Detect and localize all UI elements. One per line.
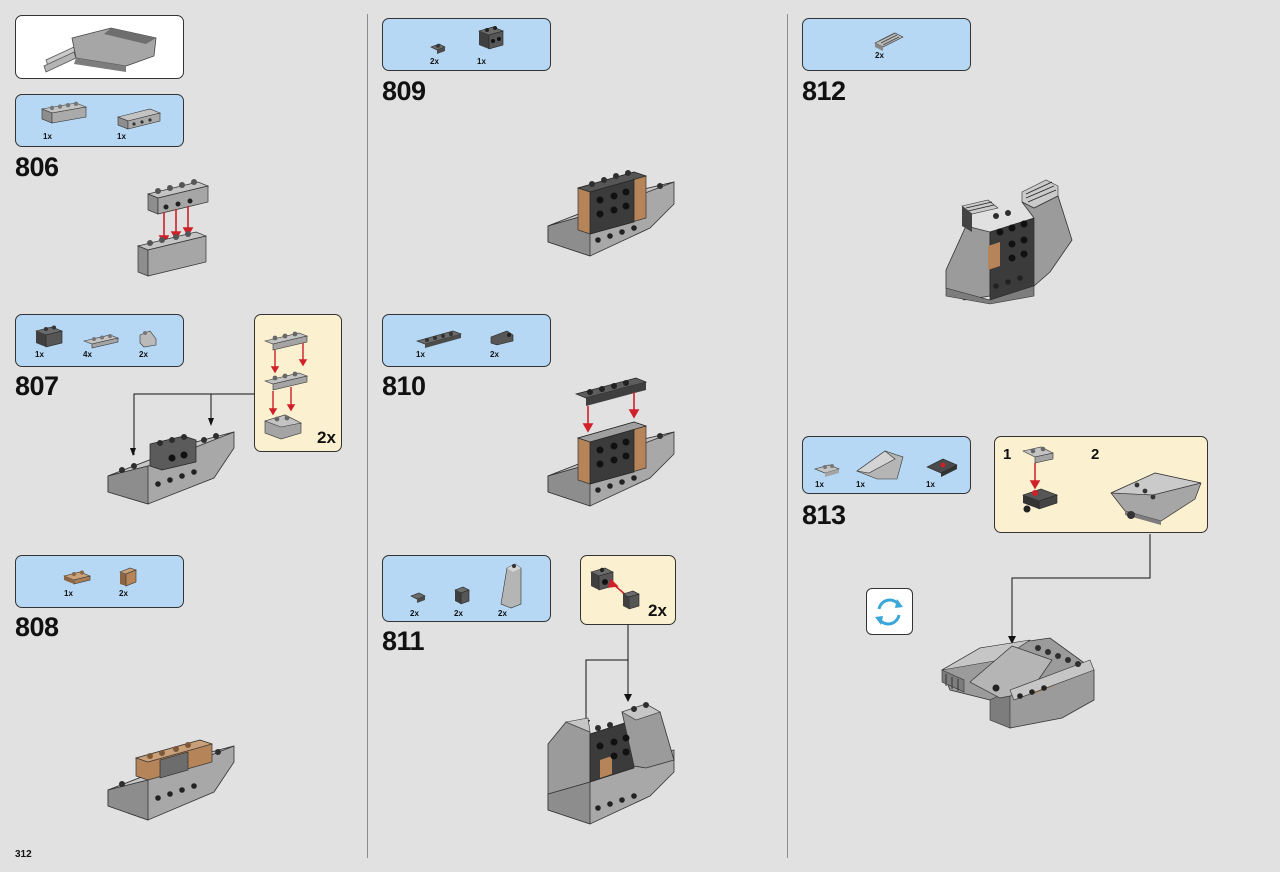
part-quantity: 1x bbox=[856, 480, 865, 489]
step-813-parts-image bbox=[814, 450, 958, 480]
part-quantity: 1x bbox=[815, 480, 824, 489]
part-quantity: 1x bbox=[117, 132, 126, 141]
part-quantity: 2x bbox=[498, 609, 507, 618]
step-806-parts-panel: 1x 1x bbox=[15, 94, 184, 147]
technic-brick-1x4-icon bbox=[117, 108, 161, 130]
previous-assembly-thumbnail bbox=[15, 15, 184, 79]
step-811-parts-image bbox=[410, 563, 522, 609]
step-813-parts-panel: 1x 1x 1x bbox=[802, 436, 971, 494]
step-number: 813 bbox=[802, 500, 846, 530]
part-quantity: 1x bbox=[926, 480, 935, 489]
step-812-parts-panel: 2x bbox=[802, 18, 971, 71]
part-quantity: 4x bbox=[83, 350, 92, 359]
part-quantity: 1x bbox=[416, 350, 425, 359]
step-808-parts-panel: 1x 2x bbox=[15, 555, 184, 608]
step-809-parts-image bbox=[430, 26, 504, 54]
step-806-parts-image bbox=[40, 101, 161, 130]
step-809-parts-panel: 2x 1x bbox=[382, 18, 551, 71]
step-number: 806 bbox=[15, 152, 59, 182]
step-810-parts-panel: 1x 2x bbox=[382, 314, 551, 367]
step-807-parts-panel: 1x 4x 2x bbox=[15, 314, 184, 367]
step-808-parts-image bbox=[63, 567, 137, 587]
step-811-subassembly-callout: 2x bbox=[580, 555, 676, 625]
step-812-parts-image bbox=[874, 32, 904, 51]
step-number: 810 bbox=[382, 371, 426, 401]
rotate-arrows-icon bbox=[875, 598, 903, 626]
column-divider-left bbox=[367, 14, 368, 858]
subassembly-image bbox=[1022, 446, 1202, 525]
part-quantity: 2x bbox=[139, 350, 148, 359]
step-811-parts-panel: 2x 2x 2x bbox=[382, 555, 551, 622]
subassembly-multiplier: 2x bbox=[648, 601, 667, 620]
step-813-subassembly-callout: 1 2 bbox=[994, 436, 1208, 533]
step-807-parts-image bbox=[35, 325, 157, 349]
subassembly-image bbox=[590, 567, 640, 610]
subassembly-image bbox=[263, 331, 309, 440]
page-number: 312 bbox=[15, 849, 32, 860]
part-quantity: 2x bbox=[454, 609, 463, 618]
rotate-model-icon bbox=[866, 588, 913, 635]
part-quantity: 2x bbox=[490, 350, 499, 359]
column-divider-right bbox=[787, 14, 788, 858]
step-number: 812 bbox=[802, 76, 846, 106]
brick-1x4-icon bbox=[40, 101, 88, 124]
part-quantity: 1x bbox=[64, 589, 73, 598]
part-quantity: 2x bbox=[875, 51, 884, 60]
part-quantity: 2x bbox=[119, 589, 128, 598]
part-quantity: 1x bbox=[477, 57, 486, 66]
step-807-subassembly-callout: 2x bbox=[254, 314, 342, 452]
step-number: 811 bbox=[382, 626, 425, 656]
part-quantity: 2x bbox=[410, 609, 419, 618]
part-quantity: 2x bbox=[430, 57, 439, 66]
step-810-parts-image bbox=[416, 330, 514, 348]
substep-number: 2 bbox=[1091, 446, 1100, 463]
step-number: 808 bbox=[15, 612, 59, 642]
step-number: 807 bbox=[15, 371, 59, 401]
part-quantity: 1x bbox=[35, 350, 44, 359]
assembly-preview-image bbox=[43, 27, 157, 73]
step-number: 809 bbox=[382, 76, 426, 106]
subassembly-multiplier: 2x bbox=[317, 428, 336, 447]
substep-number: 1 bbox=[1003, 446, 1012, 463]
part-quantity: 1x bbox=[43, 132, 52, 141]
